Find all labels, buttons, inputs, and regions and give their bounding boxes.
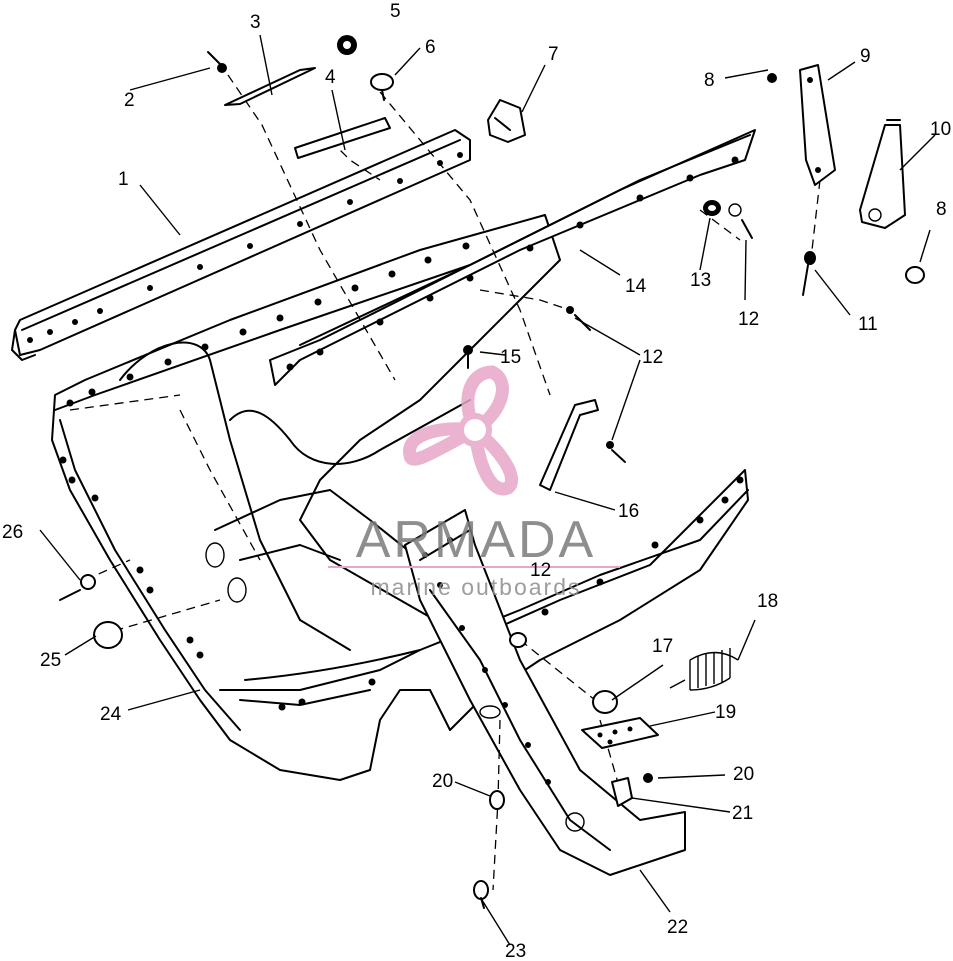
part-9-hinge-bracket [799,64,836,186]
callout-12-upper: 12 [738,309,759,330]
callout-5: 5 [390,1,401,22]
callout-25: 25 [40,650,61,671]
watermark-brand: ARMADA [356,511,596,569]
callout-14: 14 [625,276,647,297]
part-8-cap-lower [905,266,925,284]
part-24-body-shell [51,214,749,781]
callout-7: 7 [548,44,559,65]
part-1-upper-rail [11,129,471,361]
callout-1: 1 [118,169,129,190]
part-20-bolt-left [489,790,505,810]
part-6-grommet [370,73,394,101]
callout-12-middle: 12 [642,347,663,368]
part-25-plug [93,621,123,649]
part-14-front-rail [269,129,756,386]
part-16-strap [539,399,599,491]
callout-24: 24 [100,704,122,725]
callout-8-lower: 8 [936,199,947,220]
part-19-plate [581,717,659,749]
callout-17: 17 [652,636,673,657]
callout-20-right: 20 [733,764,754,785]
callout-2: 2 [124,90,135,111]
part-8-nut-upper [767,73,777,83]
part-22-center-bracket [404,509,686,876]
watermark-tagline: marine outboards [371,574,582,600]
callout-6: 6 [425,37,436,58]
part-2-screw [207,51,227,73]
callout-4: 4 [325,67,336,88]
callout-21: 21 [732,803,753,824]
callout-8-upper: 8 [704,70,715,91]
part-10-strut [859,119,906,229]
callout-15: 15 [500,347,521,368]
part-18-spring [669,648,739,691]
callout-20-left: 20 [432,771,453,792]
callout-10: 10 [930,119,951,140]
callout-9: 9 [860,46,871,67]
callout-12-lower: 12 [530,560,551,581]
part-26-screw [59,574,96,601]
part-23-screw [473,880,489,909]
callout-11: 11 [858,314,878,335]
callout-23: 23 [505,941,526,961]
part-12-screw-upper [728,203,753,239]
propeller-logo-icon [403,365,519,496]
callout-26: 26 [2,522,23,543]
watermark: ARMADA marine outboards [328,365,620,600]
callout-13: 13 [690,270,711,291]
callout-18: 18 [757,591,778,612]
part-11-bolt [802,251,816,296]
callout-16: 16 [618,501,639,522]
part-13-nut [703,200,721,216]
callout-3: 3 [250,12,261,33]
leader-lines [39,34,936,946]
part-17-plug [509,632,618,714]
callout-19: 19 [715,702,736,723]
part-7-clip [487,99,526,143]
part-15-pin [463,345,473,369]
callout-22: 22 [667,917,688,938]
part-20-nut-right [643,773,653,783]
